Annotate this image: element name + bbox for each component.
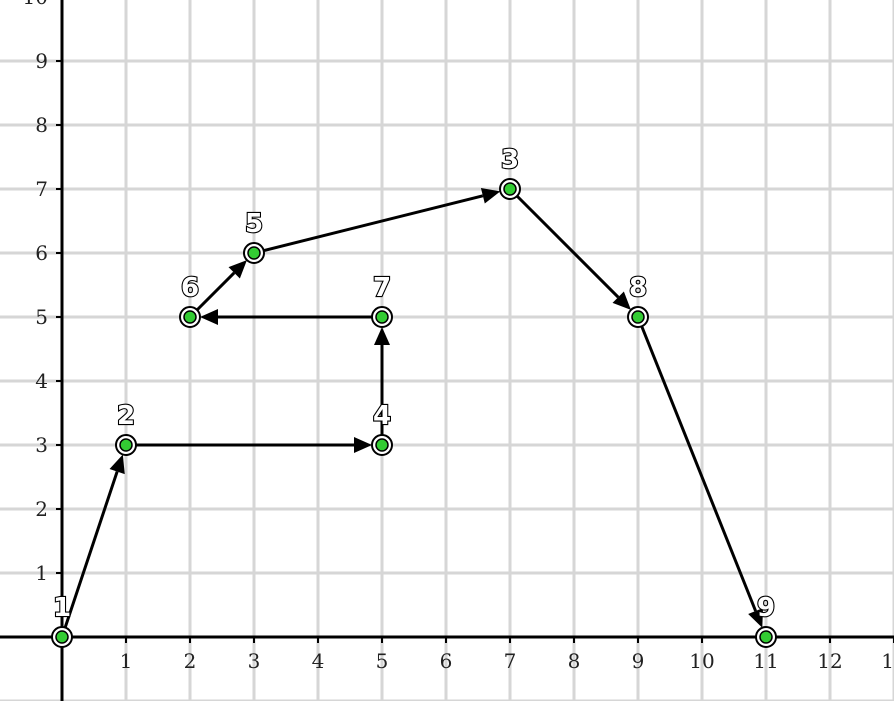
tick-labels: 1234567891011121312345678910 <box>23 0 894 673</box>
y-tick-label: 1 <box>35 561 48 585</box>
x-tick-label: 10 <box>689 649 714 673</box>
x-tick-label: 8 <box>568 649 581 673</box>
x-tick-label: 6 <box>440 649 453 673</box>
point-label-9: 9 <box>757 593 775 623</box>
point-label-1: 1 <box>53 593 71 623</box>
point-6 <box>183 310 197 324</box>
point-label-5: 5 <box>245 209 263 239</box>
point-8 <box>631 310 645 324</box>
x-tick-label: 11 <box>753 649 778 673</box>
edge-1-to-2 <box>60 471 119 638</box>
x-tick-label: 1 <box>120 649 133 673</box>
x-tick-label: 12 <box>817 649 842 673</box>
x-tick-label: 13 <box>881 649 894 673</box>
arrowhead-icon <box>748 608 764 628</box>
arrowhead-icon <box>612 291 631 310</box>
y-tick-label: 9 <box>35 49 48 73</box>
x-tick-label: 5 <box>376 649 389 673</box>
arrowhead-icon <box>374 327 390 345</box>
arrowhead-icon <box>200 309 218 325</box>
edge-3-to-8 <box>508 187 620 299</box>
point-1 <box>55 630 69 644</box>
arrowhead-icon <box>354 437 372 453</box>
y-tick-label: 4 <box>35 369 48 393</box>
point-label-7: 7 <box>373 273 391 303</box>
point-label-8: 8 <box>629 273 647 303</box>
path-edges <box>60 187 764 638</box>
x-tick-label: 3 <box>248 649 261 673</box>
point-label-2: 2 <box>117 401 135 431</box>
edge-8-to-9 <box>636 316 757 612</box>
point-9 <box>759 630 773 644</box>
y-tick-label: 7 <box>35 177 48 201</box>
arrowhead-icon <box>228 260 247 279</box>
point-2 <box>119 438 133 452</box>
x-tick-label: 2 <box>184 649 197 673</box>
edge-5-to-3 <box>253 194 484 255</box>
point-4 <box>375 438 389 452</box>
point-7 <box>375 310 389 324</box>
arrowhead-icon <box>480 188 501 204</box>
x-tick-label: 4 <box>312 649 325 673</box>
y-tick-label: 2 <box>35 497 48 521</box>
x-tick-label: 7 <box>504 649 517 673</box>
point-5 <box>247 246 261 260</box>
x-tick-label: 9 <box>632 649 645 673</box>
y-tick-label: 5 <box>35 305 48 329</box>
point-label-6: 6 <box>181 273 199 303</box>
y-tick-label: 3 <box>35 433 48 457</box>
arrowhead-icon <box>109 454 125 475</box>
point-label-4: 4 <box>373 401 391 431</box>
point-label-3: 3 <box>501 145 519 175</box>
point-3 <box>503 182 517 196</box>
y-tick-label: 10 <box>23 0 48 9</box>
y-tick-label: 8 <box>35 113 48 137</box>
y-tick-label: 6 <box>35 241 48 265</box>
path-points: 1 2 3 4 5 6 7 8 9 <box>51 144 777 648</box>
